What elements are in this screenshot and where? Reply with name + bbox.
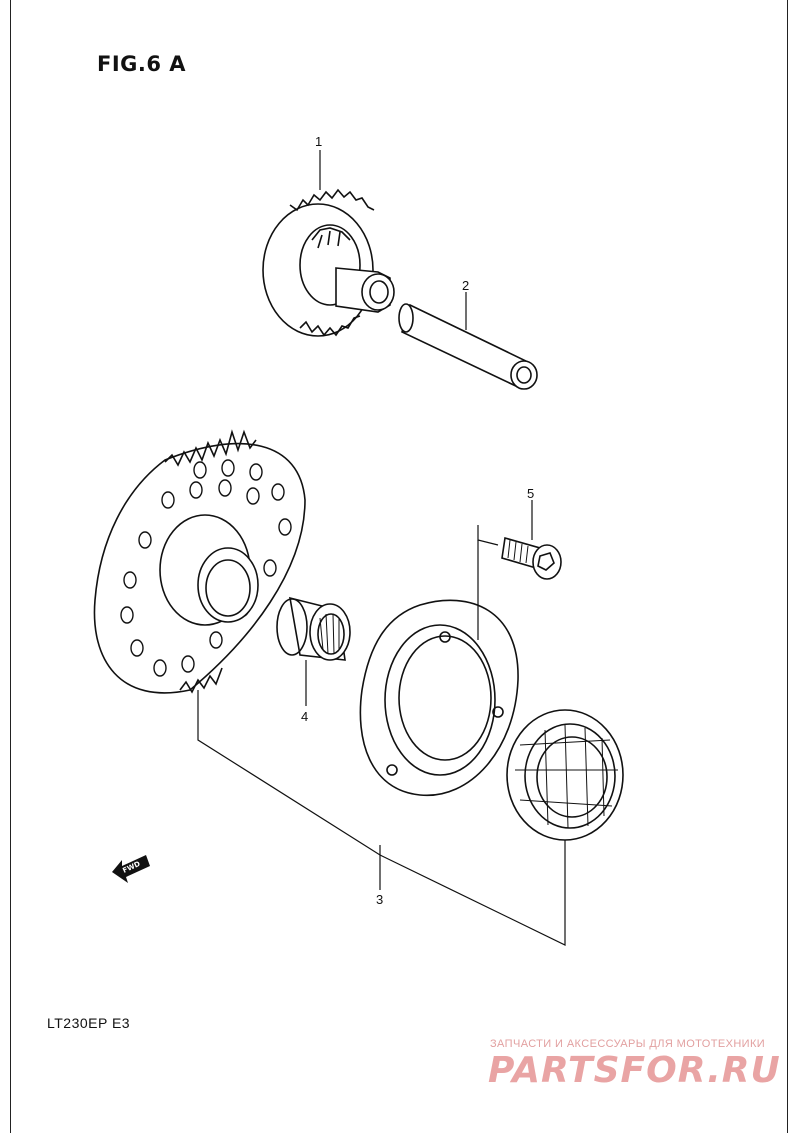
callout-2: 2 (462, 278, 469, 293)
part-3-driven-gear (93, 429, 306, 694)
page-border (10, 0, 788, 1133)
leader-lines (197, 150, 566, 946)
callout-5: 5 (527, 486, 534, 501)
callout-1: 1 (315, 134, 322, 149)
watermark-logo: PARTSFOR.RU (488, 1050, 781, 1091)
starter-clutch-housing (359, 599, 519, 797)
part-4-bearing (276, 596, 351, 661)
callout-4: 4 (301, 709, 308, 724)
part-5-bolt (501, 536, 562, 580)
figure-title: FIG.6 A (97, 52, 187, 76)
model-code: LT230EP E3 (47, 1015, 131, 1031)
part-1-idle-gear (262, 188, 395, 337)
callout-3: 3 (376, 892, 383, 907)
fwd-arrow-icon: FWD (112, 855, 150, 883)
one-way-clutch (506, 709, 624, 841)
watermark-subtitle: ЗАПЧАСТИ И АКСЕССУАРЫ ДЛЯ МОТОТЕХНИКИ (490, 1038, 766, 1050)
part-2-shaft (398, 303, 538, 390)
